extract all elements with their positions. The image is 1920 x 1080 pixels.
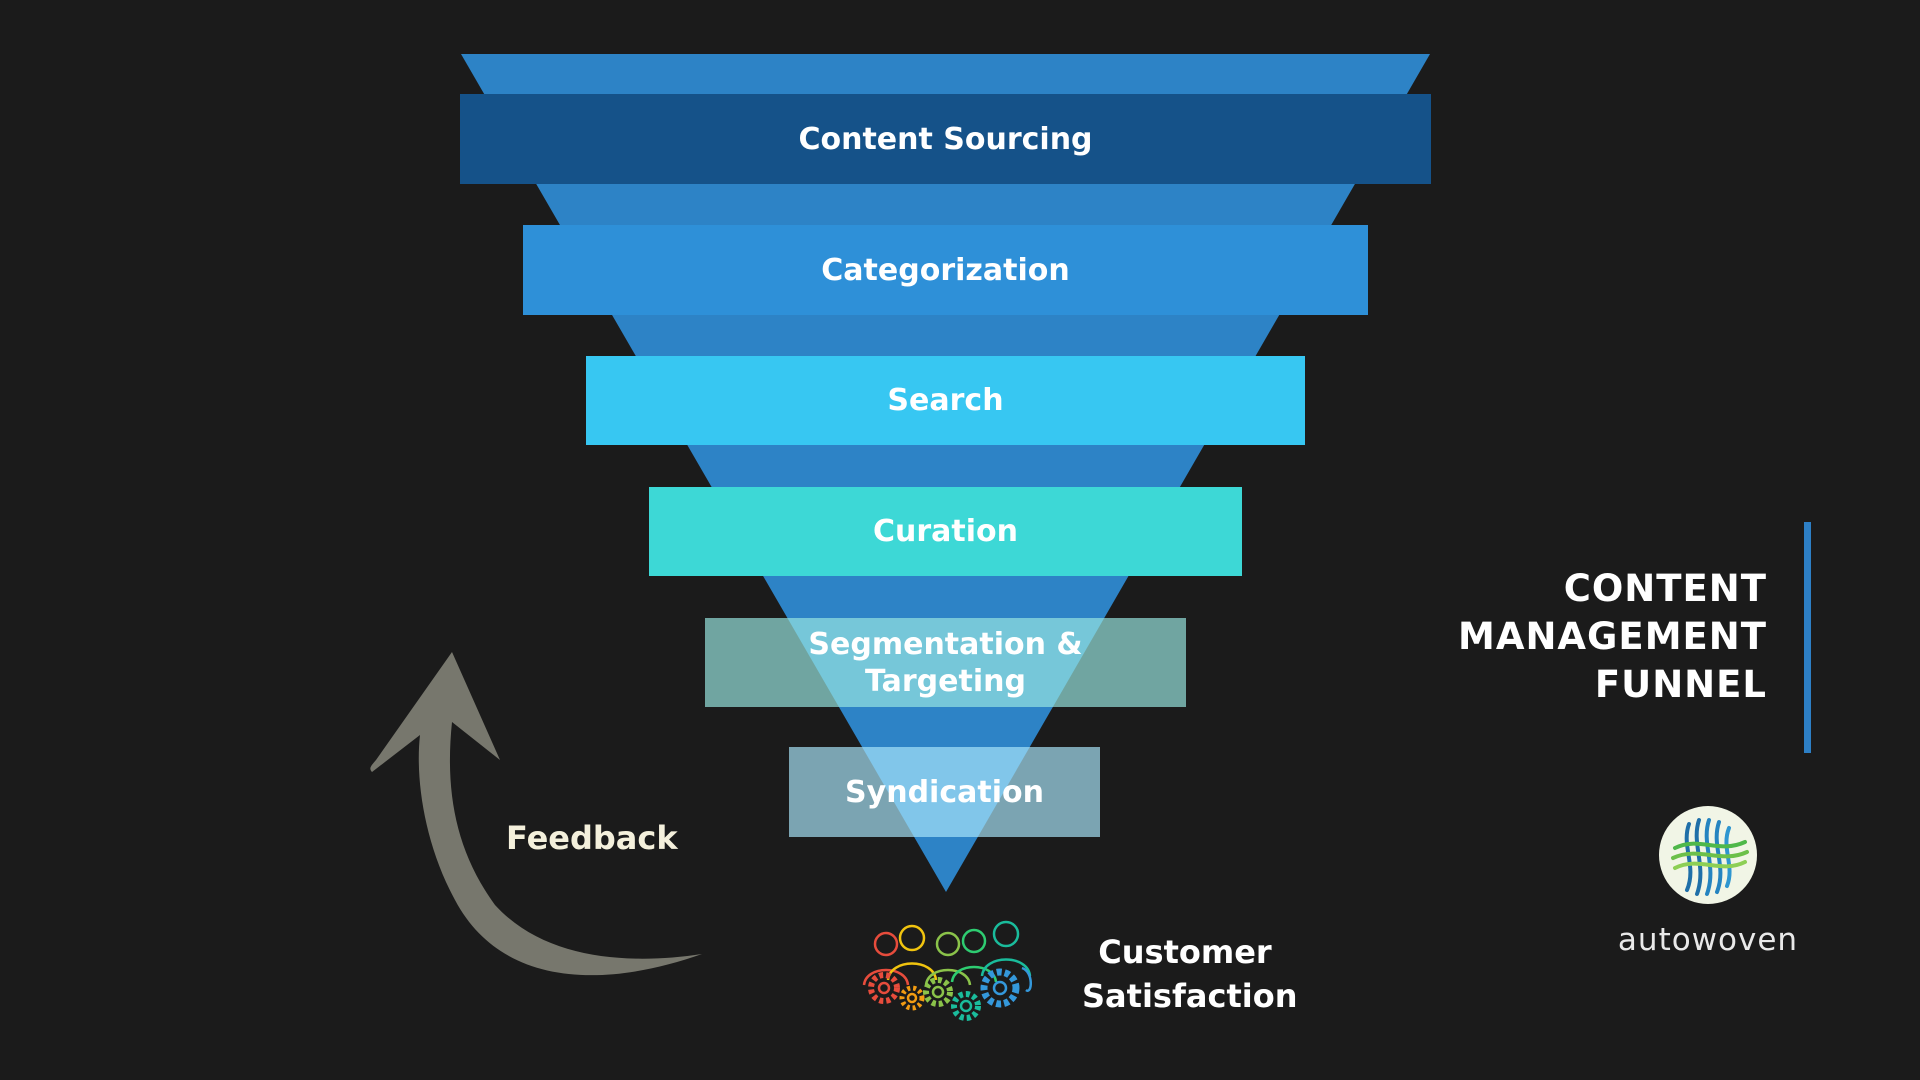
brand-name: autowoven (1617, 922, 1799, 958)
funnel-title-line-1: CONTENT (1563, 567, 1767, 610)
stage-label: Categorization (821, 252, 1070, 288)
feedback-label: Feedback (506, 819, 678, 857)
outcome-label: Customer Satisfaction (1082, 930, 1297, 1018)
logo-artwork (1671, 818, 1749, 896)
outcome-line-2: Satisfaction (1082, 977, 1298, 1015)
woven-lines-logo-icon (1659, 806, 1757, 904)
stage-segmentation-targeting: Segmentation & Targeting (705, 618, 1186, 707)
stage-search: Search (586, 356, 1305, 445)
title-accent-rule (1804, 522, 1811, 753)
stage-syndication: Syndication (789, 747, 1100, 837)
stage-label: Search (887, 383, 1004, 418)
stage-label: Curation (872, 514, 1018, 549)
people-gears-icon (862, 920, 1032, 1021)
outcome-line-1: Customer (1098, 933, 1272, 971)
stage-categorization: Categorization (523, 225, 1368, 315)
stage-curation: Curation (649, 487, 1242, 576)
feedback-arrow (370, 652, 702, 976)
stage-label: Syndication (845, 774, 1044, 810)
funnel-title: CONTENT MANAGEMENT FUNNEL (1440, 565, 1767, 709)
stage-label: Content Sourcing (798, 121, 1093, 157)
funnel-title-line-3: FUNNEL (1594, 663, 1767, 706)
stage-content-sourcing: Content Sourcing (460, 94, 1431, 184)
gears-icon (868, 968, 1020, 1021)
stage-label: Segmentation & Targeting (808, 626, 1083, 699)
funnel-title-line-2: MANAGEMENT (1458, 615, 1767, 658)
